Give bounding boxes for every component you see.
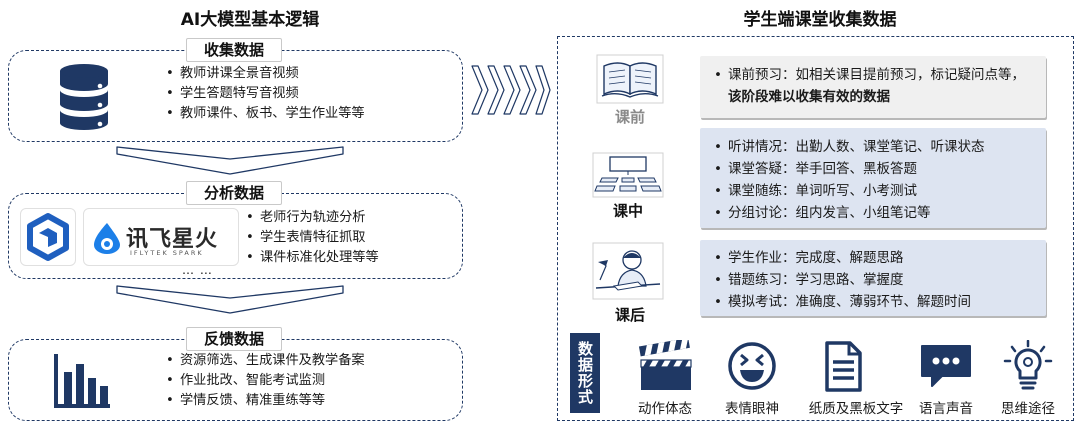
analyze-item: 课件标准化处理等等 — [246, 248, 379, 268]
clapperboard-icon — [638, 340, 692, 390]
form-label-voice: 语言声音 — [919, 401, 973, 417]
more-models-ellipsis: … … — [182, 263, 213, 277]
collect-data-list: 教师讲课全景音视频 学生答题特写音视频 教师课件、板书、学生作业等等 — [166, 64, 365, 124]
collect-data-tag: 收集数据 — [186, 38, 282, 62]
form-label-expression: 表情眼神 — [725, 401, 779, 417]
document-icon — [825, 341, 862, 392]
analyze-item: 学生表情特征抓取 — [246, 228, 379, 248]
in-class-box: 听讲情况：出勤人数、课堂笔记、听课状态 课堂答疑：举手回答、黑板答题 课堂随练：… — [700, 128, 1046, 228]
collect-item: 教师课件、板书、学生作业等等 — [166, 104, 365, 124]
collect-item: 学生答题特写音视频 — [166, 84, 365, 104]
stage-label-pre-class: 课前 — [614, 108, 645, 126]
speech-bubble-icon — [921, 345, 971, 387]
feedback-data-tag: 反馈数据 — [186, 327, 282, 351]
after-class-item: 学生作业：完成度、解题思路 — [714, 247, 1036, 269]
after-class-item: 模拟考试：准确度、薄弱环节、解题时间 — [714, 291, 1036, 313]
feedback-item: 作业批改、智能考试监测 — [166, 371, 365, 391]
student-homework-icon — [592, 242, 664, 300]
feedback-item: 学情反馈、精准重练等等 — [166, 391, 365, 411]
feedback-item: 资源筛选、生成课件及教学备案 — [166, 351, 365, 371]
pre-class-item-text: 课前预习：如相关课目提前预习，标记疑问点等， — [728, 67, 1025, 83]
pre-class-item-emphasis: 该阶段难以收集有效的数据 — [728, 89, 890, 105]
lightbulb-icon — [1003, 340, 1053, 390]
pre-class-list: 课前预习：如相关课目提前预习，标记疑问点等， 该阶段难以收集有效的数据 — [714, 64, 1036, 108]
pre-class-box: 课前预习：如相关课目提前预习，标记疑问点等， 该阶段难以收集有效的数据 — [700, 56, 1046, 118]
form-label-written-text: 纸质及黑板文字 — [808, 401, 904, 417]
database-icon — [60, 64, 108, 130]
after-class-box: 学生作业：完成度、解题思路 错题练习：学习思路、掌握度 模拟考试：准确度、薄弱环… — [700, 240, 1046, 316]
iflytek-spark-logo: 讯飞星火 IFLYTEK SPARK — [83, 208, 239, 266]
collect-item: 教师讲课全景音视频 — [166, 64, 365, 84]
stage-label-in-class: 课中 — [612, 202, 643, 220]
laughing-face-icon — [728, 342, 776, 390]
ai-model-logo — [20, 208, 76, 266]
in-class-list: 听讲情况：出勤人数、课堂笔记、听课状态 课堂答疑：举手回答、黑板答题 课堂随练：… — [714, 136, 1036, 224]
open-book-icon — [596, 54, 664, 104]
after-class-item: 错题练习：学习思路、掌握度 — [714, 269, 1036, 291]
in-class-item: 分组讨论：组内发言、小组笔记等 — [714, 202, 1036, 224]
form-label-thinking: 思维途径 — [1001, 401, 1055, 417]
hexagon-logo-icon — [27, 213, 69, 261]
in-class-item: 课堂答疑：举手回答、黑板答题 — [714, 158, 1036, 180]
bar-chart-icon — [54, 354, 110, 408]
pre-class-item: 课前预习：如相关课目提前预习，标记疑问点等， 该阶段难以收集有效的数据 — [714, 64, 1036, 108]
after-class-list: 学生作业：完成度、解题思路 错题练习：学习思路、掌握度 模拟考试：准确度、薄弱环… — [714, 247, 1036, 313]
iflytek-logo-text: 讯飞星火 — [126, 227, 219, 252]
stage-label-after-class: 课后 — [614, 306, 645, 324]
analyze-data-list: 老师行为轨迹分析 学生表情特征抓取 课件标准化处理等等 — [246, 208, 379, 268]
funnel-arrow-icon — [116, 285, 344, 314]
left-title: AI大模型基本逻辑 — [180, 10, 320, 30]
funnel-arrow-icon — [116, 146, 344, 175]
analyze-item: 老师行为轨迹分析 — [246, 208, 379, 228]
feedback-data-list: 资源筛选、生成课件及教学备案 作业批改、智能考试监测 学情反馈、精准重练等等 — [166, 351, 365, 411]
iflytek-logo-subtext: IFLYTEK SPARK — [130, 249, 204, 257]
right-title: 学生端课堂收集数据 — [743, 10, 897, 30]
in-class-item: 课堂随练：单词听写、小考测试 — [714, 180, 1036, 202]
in-class-item: 听讲情况：出勤人数、课堂笔记、听课状态 — [714, 136, 1036, 158]
classroom-icon — [592, 152, 664, 198]
flame-logo-icon — [94, 223, 120, 254]
form-label-motion: 动作体态 — [638, 401, 692, 417]
data-forms-label: 数据形式 — [570, 333, 600, 413]
analyze-data-tag: 分析数据 — [186, 181, 282, 205]
chevron-arrows-icon — [471, 65, 551, 115]
student-data-panel — [557, 36, 1074, 421]
